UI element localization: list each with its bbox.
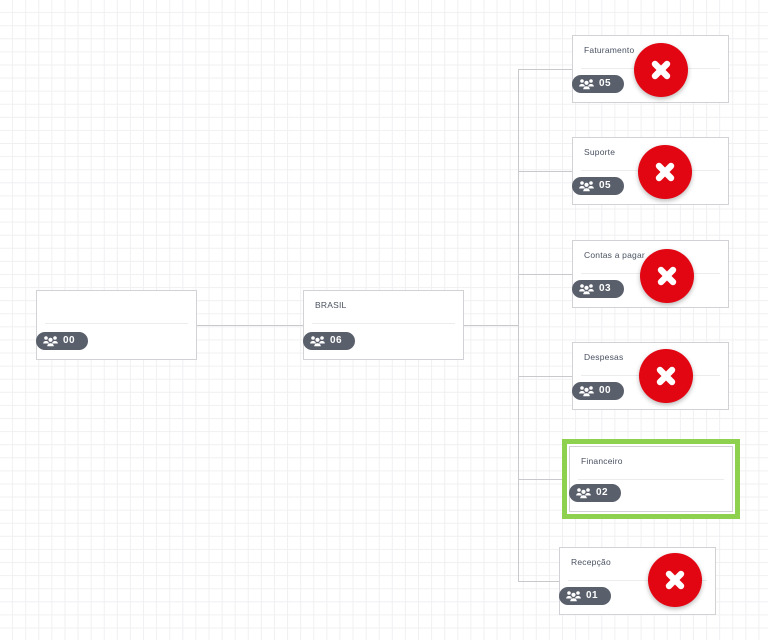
node-despesas-title: Despesas [584, 352, 624, 362]
node-faturamento-people-badge[interactable]: 05 [572, 75, 624, 93]
node-brasil-people-badge[interactable]: 06 [303, 332, 355, 350]
node-brasil[interactable]: BRASIL 06 [303, 290, 464, 360]
node-brasil-title: BRASIL [315, 300, 347, 310]
node-financeiro[interactable]: Financeiro 02 [562, 439, 740, 519]
node-divider [312, 323, 455, 324]
connector-trunk-to-faturamento [518, 69, 573, 70]
connector-brasil-to-trunk [463, 325, 519, 326]
node-financeiro-people-badge[interactable]: 02 [569, 484, 621, 502]
node-suporte-count: 05 [599, 180, 611, 191]
delete-contas-a-pagar-button[interactable] [640, 249, 694, 303]
people-group-icon [579, 385, 594, 397]
node-financeiro-count: 02 [596, 487, 608, 498]
node-recepcao-title: Recepção [571, 557, 611, 567]
node-despesas-count: 00 [599, 385, 611, 396]
node-root-people-badge[interactable]: 00 [36, 332, 88, 350]
connector-trunk-to-despesas [518, 376, 573, 377]
node-divider [45, 323, 188, 324]
delete-suporte-button[interactable] [638, 145, 692, 199]
node-contas-a-pagar-title: Contas a pagar [584, 250, 645, 260]
node-recepcao-count: 01 [586, 590, 598, 601]
node-recepcao-people-badge[interactable]: 01 [559, 587, 611, 605]
node-despesas-people-badge[interactable]: 00 [572, 382, 624, 400]
red-x-delete-icon [655, 162, 675, 182]
people-group-icon [579, 180, 594, 192]
red-x-delete-icon [657, 266, 677, 286]
connector-trunk-to-suporte [518, 171, 573, 172]
node-contas-a-pagar-people-badge[interactable]: 03 [572, 280, 624, 298]
node-divider [568, 580, 707, 581]
connector-root-to-brasil [197, 325, 307, 326]
node-contas-a-pagar-count: 03 [599, 283, 611, 294]
delete-recepcao-button[interactable] [648, 553, 702, 607]
node-divider [578, 479, 724, 480]
delete-faturamento-button[interactable] [634, 43, 688, 97]
node-faturamento-count: 05 [599, 78, 611, 89]
node-contas-a-pagar[interactable]: Contas a pagar 03 [572, 240, 729, 308]
node-faturamento-title: Faturamento [584, 45, 635, 55]
red-x-delete-icon [656, 366, 676, 386]
people-group-icon [310, 335, 325, 347]
node-suporte-people-badge[interactable]: 05 [572, 177, 624, 195]
connector-trunk-to-recepcao [518, 581, 573, 582]
people-group-icon [579, 78, 594, 90]
people-group-icon [43, 335, 58, 347]
people-group-icon [579, 283, 594, 295]
red-x-delete-icon [651, 60, 671, 80]
people-group-icon [566, 590, 581, 602]
red-x-delete-icon [665, 570, 685, 590]
node-financeiro-title: Financeiro [581, 456, 623, 466]
node-brasil-count: 06 [330, 335, 342, 346]
connector-trunk-to-contas-pagar [518, 274, 573, 275]
node-root-count: 00 [63, 335, 75, 346]
connector-trunk-to-financeiro [518, 479, 564, 480]
connector-trunk [518, 69, 519, 581]
node-root[interactable]: 00 [36, 290, 197, 360]
delete-despesas-button[interactable] [639, 349, 693, 403]
node-suporte-title: Suporte [584, 147, 616, 157]
people-group-icon [576, 487, 591, 499]
